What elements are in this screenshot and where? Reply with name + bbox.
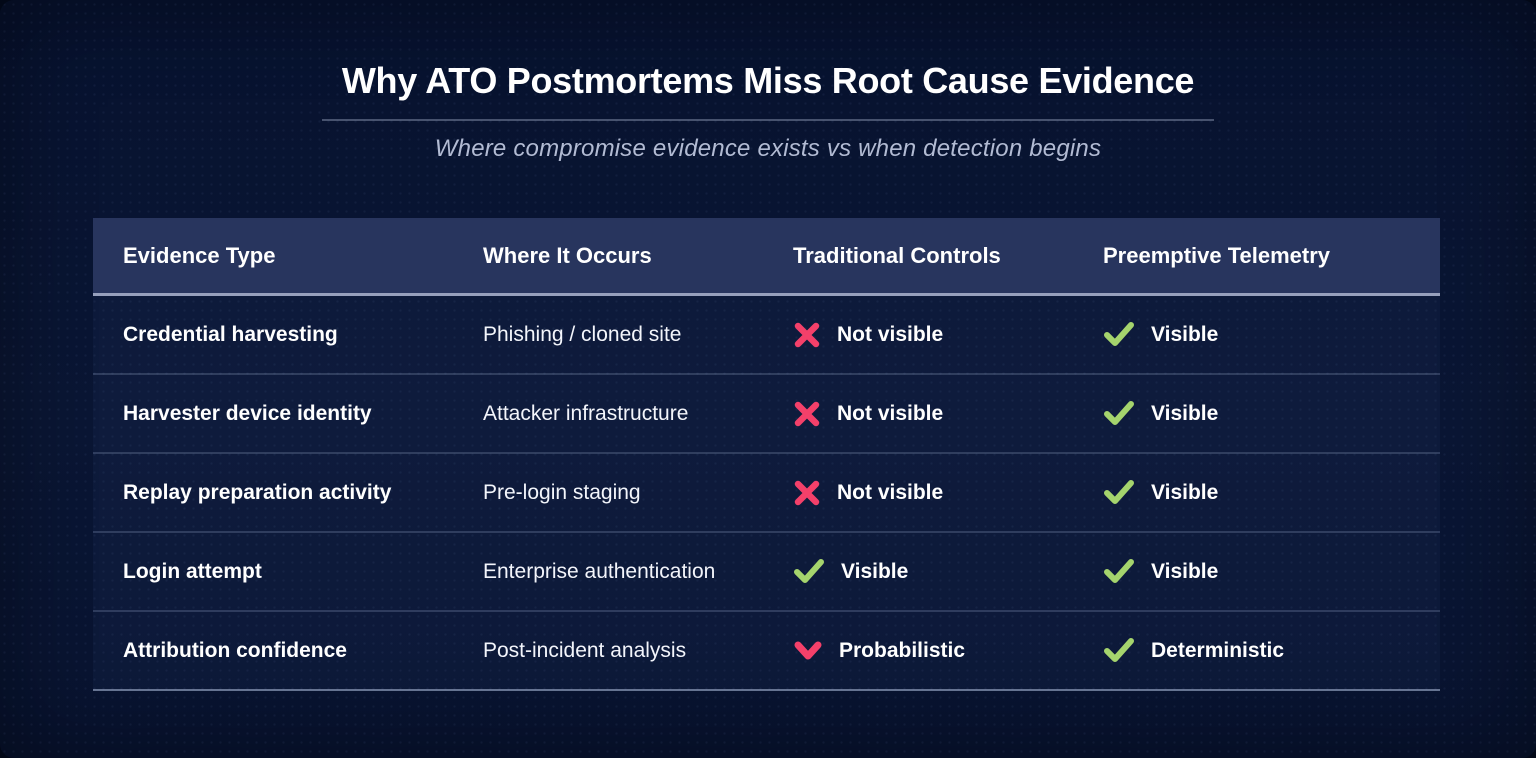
table-row: Replay preparation activity Pre-login sta… — [93, 454, 1440, 533]
column-header-traditional-controls: Traditional Controls — [793, 242, 1001, 268]
evidence-type-cell: Attribution confidence — [123, 638, 347, 662]
check-icon — [1103, 321, 1135, 348]
column-header-preemptive-telemetry: Preemptive Telemetry — [1103, 242, 1331, 268]
preemptive-telemetry-cell: Visible — [1073, 479, 1440, 506]
preemptive-telemetry-cell: Visible — [1073, 321, 1440, 348]
header: Why ATO Postmortems Miss Root Cause Evid… — [0, 0, 1536, 163]
where-it-occurs-cell: Post-incident analysis — [483, 638, 687, 662]
where-it-occurs-cell: Phishing / cloned site — [483, 322, 682, 346]
where-it-occurs-cell: Attacker infrastructure — [483, 401, 689, 425]
evidence-comparison-table: Evidence Type Where It Occurs Traditiona… — [93, 218, 1440, 691]
status-label: Visible — [1151, 322, 1219, 346]
status-label: Not visible — [837, 401, 944, 425]
check-icon — [1103, 637, 1135, 664]
where-it-occurs-cell: Enterprise authentication — [483, 559, 716, 583]
table-row: Harvester device identity Attacker infras… — [93, 375, 1440, 454]
title-divider — [322, 119, 1214, 121]
evidence-type-cell: Harvester device identity — [123, 401, 372, 425]
traditional-controls-cell: Not visible — [763, 479, 1073, 507]
evidence-type-cell: Replay preparation activity — [123, 480, 392, 504]
cross-icon — [793, 400, 821, 428]
status-label: Visible — [841, 559, 909, 583]
evidence-type-cell: Credential harvesting — [123, 322, 338, 346]
evidence-type-cell: Login attempt — [123, 559, 262, 583]
table-row: Credential harvesting Phishing / cloned s… — [93, 296, 1440, 375]
cross-icon — [793, 479, 821, 507]
page-title: Why ATO Postmortems Miss Root Cause Evid… — [341, 60, 1195, 101]
column-header-evidence-type: Evidence Type — [123, 242, 276, 268]
preemptive-telemetry-cell: Deterministic — [1073, 637, 1440, 664]
status-label: Probabilistic — [839, 638, 966, 662]
traditional-controls-cell: Visible — [763, 558, 1073, 585]
status-label: Deterministic — [1151, 638, 1285, 662]
traditional-controls-cell: Not visible — [763, 321, 1073, 349]
preemptive-telemetry-cell: Visible — [1073, 558, 1440, 585]
column-header-where-it-occurs: Where It Occurs — [483, 242, 652, 268]
table-header-row: Evidence Type Where It Occurs Traditiona… — [93, 218, 1440, 296]
where-it-occurs-cell: Pre-login staging — [483, 480, 641, 504]
check-icon — [1103, 400, 1135, 427]
page-subtitle: Where compromise evidence exists vs when… — [434, 135, 1102, 162]
chevron-down-icon — [793, 640, 823, 662]
traditional-controls-cell: Probabilistic — [763, 639, 1073, 663]
traditional-controls-cell: Not visible — [763, 400, 1073, 428]
status-label: Not visible — [837, 322, 944, 346]
table-body: Credential harvesting Phishing / cloned s… — [93, 296, 1440, 691]
table-row: Login attempt Enterprise authentication Vi… — [93, 533, 1440, 612]
status-label: Not visible — [837, 480, 944, 504]
status-label: Visible — [1151, 559, 1219, 583]
preemptive-telemetry-cell: Visible — [1073, 400, 1440, 427]
table-row: Attribution confidence Post-incident anal… — [93, 612, 1440, 691]
status-label: Visible — [1151, 401, 1219, 425]
check-icon — [793, 558, 825, 585]
check-icon — [1103, 479, 1135, 506]
status-label: Visible — [1151, 480, 1219, 504]
cross-icon — [793, 321, 821, 349]
check-icon — [1103, 558, 1135, 585]
